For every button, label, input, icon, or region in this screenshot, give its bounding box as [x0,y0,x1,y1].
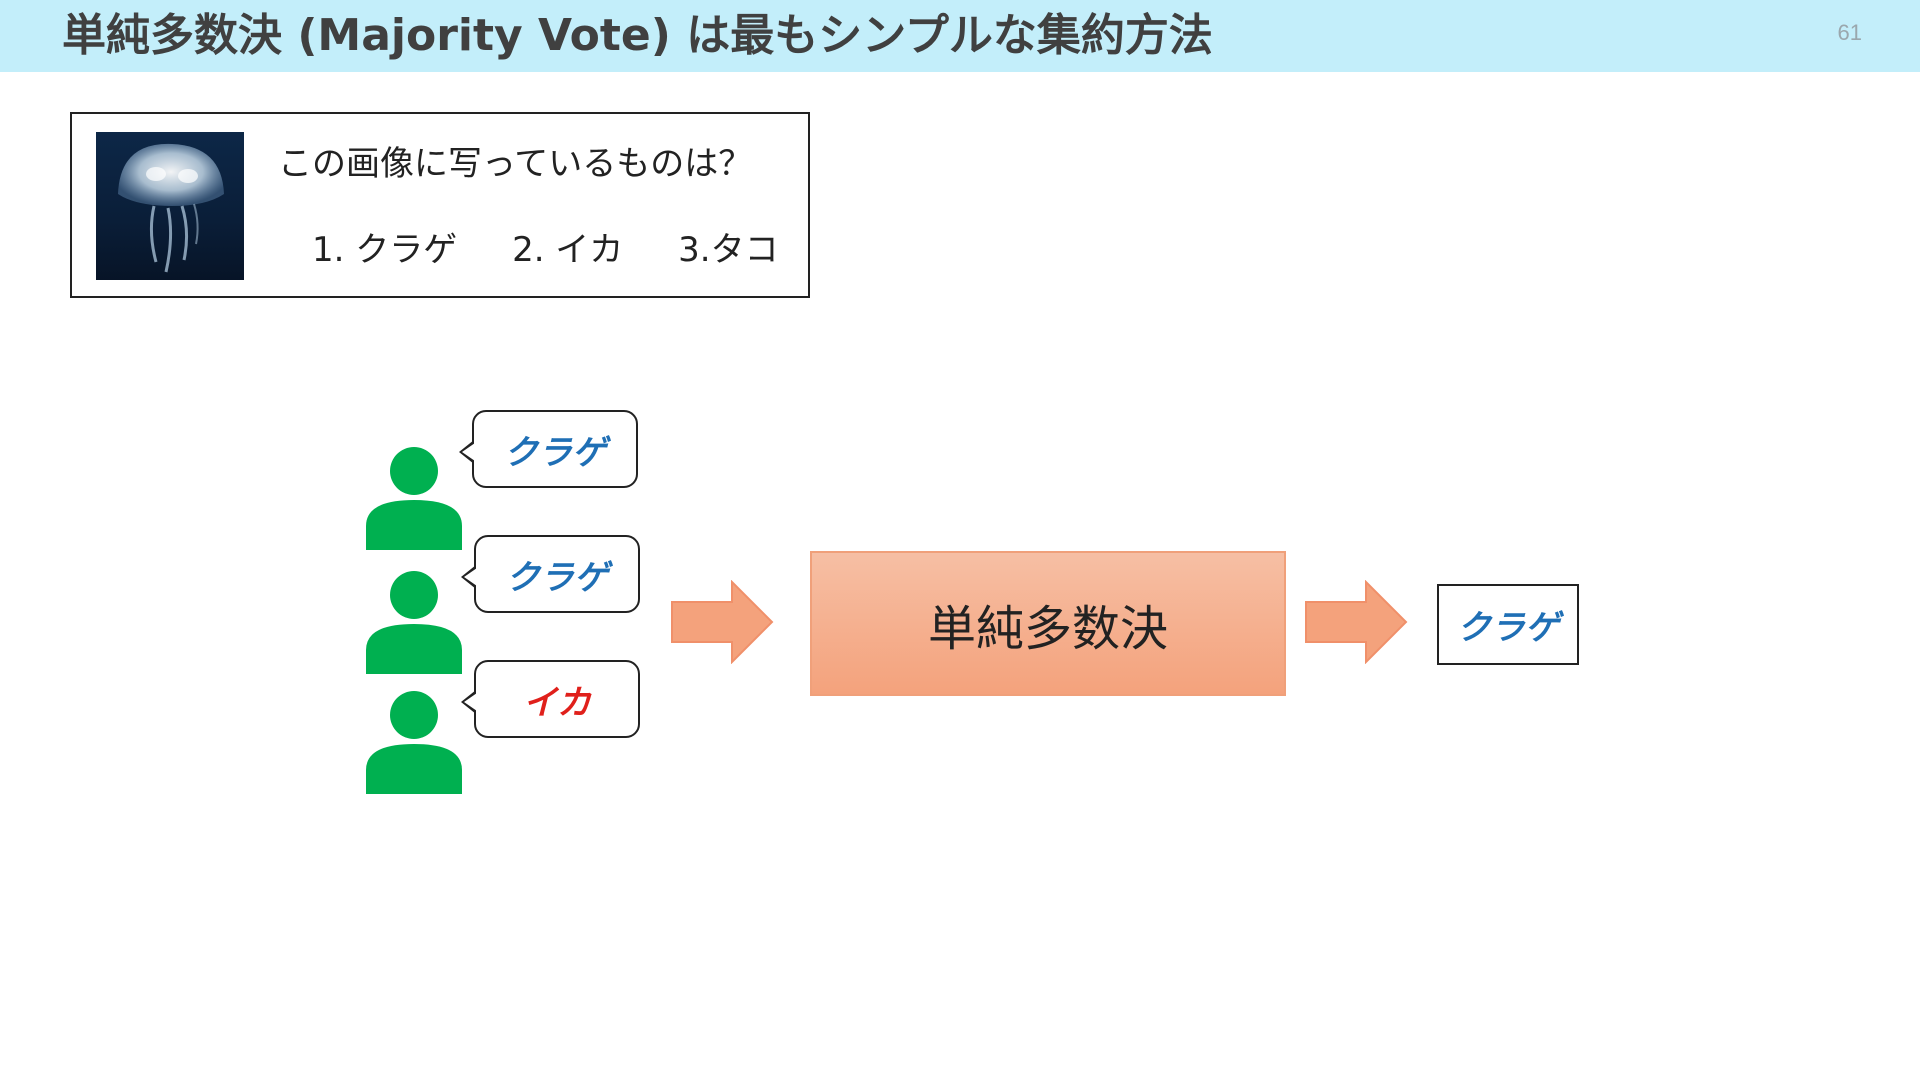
majority-vote-process: 単純多数決 [810,551,1286,696]
page-number: 61 [1837,20,1862,45]
page-title: 単純多数決 (Majority Vote) は最もシンプルな集約方法 [62,10,1213,61]
voter-1-person-icon [364,446,464,550]
title-bar: 単純多数決 (Majority Vote) は最もシンプルな集約方法 61 [0,0,1920,72]
voter-3-answer: イカ [523,682,591,723]
voter-2-answer: クラゲ [506,557,608,598]
question-text: この画像に写っているものは？ [278,144,753,184]
choice-3: 3.タコ [678,230,779,270]
voter-1-speech-bubble: クラゲ [459,410,638,488]
voter-3-person-icon [364,690,464,794]
voter-2-speech-bubble: クラゲ [461,535,640,613]
choice-2: 2. イカ [512,230,624,270]
voter-1-answer: クラゲ [504,432,606,473]
voter-2-person-icon [364,570,464,674]
process-label: 単純多数決 [927,600,1168,657]
question-box: この画像に写っているものは？ 1. クラゲ 2. イカ 3.タコ [70,112,810,298]
voter-3-speech-bubble: イカ [461,660,640,738]
arrow-right-icon [671,580,774,664]
choice-list: 1. クラゲ 2. イカ 3.タコ [312,222,779,271]
result-box: クラゲ [1437,584,1579,665]
choice-1: 1. クラゲ [312,230,458,270]
jellyfish-image [96,132,244,280]
arrow-right-icon [1305,580,1408,664]
jellyfish-icon [118,143,224,273]
result-label: クラゲ [1457,608,1559,648]
